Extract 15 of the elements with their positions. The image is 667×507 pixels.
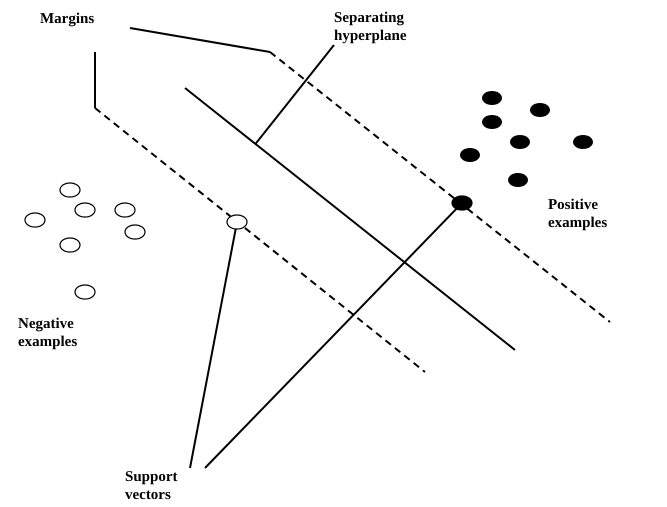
hyperplane-line xyxy=(184,87,516,351)
leader-line xyxy=(254,44,335,145)
text-label: Support vectors xyxy=(125,468,205,504)
text-label: Positive examples xyxy=(548,196,638,232)
support-vector-point xyxy=(451,195,473,211)
text-label: Margins xyxy=(40,10,130,28)
text-label: Separating hyperplane xyxy=(334,9,444,45)
text-label: Negative examples xyxy=(18,315,118,351)
leader-line xyxy=(94,52,96,108)
leader-line xyxy=(189,228,237,468)
leader-line xyxy=(130,27,270,53)
margin-line xyxy=(94,107,426,373)
leader-line xyxy=(204,208,458,469)
margin-line xyxy=(269,51,611,323)
support-vector-point xyxy=(226,214,248,230)
